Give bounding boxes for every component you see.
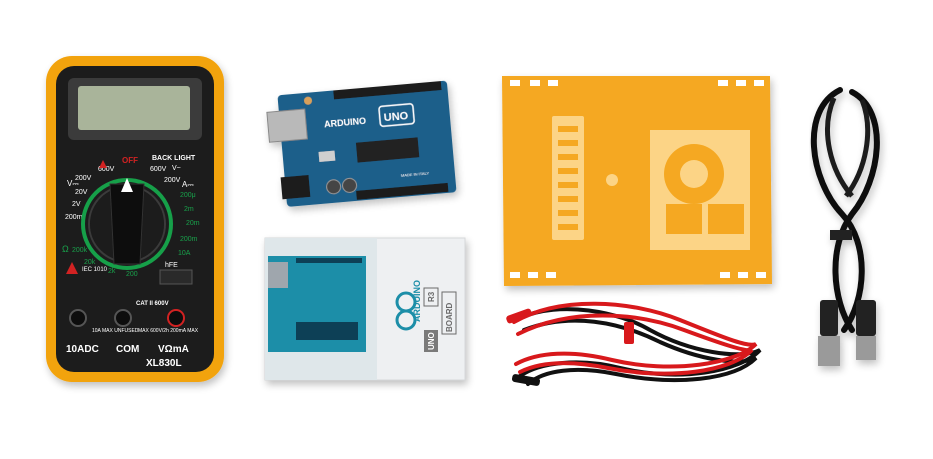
ohm-symbol: Ω [62,244,69,254]
cat-rating-label: CAT II 600V [136,301,169,307]
box-product-label: UNO [427,332,436,350]
a-dc-label: A⎓ [182,180,194,189]
model-label: XL830L [146,358,182,369]
v600-left-label: 600V [98,166,115,173]
capacitor [342,177,358,193]
v-ac-label: V~ [172,165,181,172]
red-lead-wire [516,313,754,376]
usb-cable-loop [844,99,871,198]
breadboard-slot [552,116,584,240]
lcd-screen [78,86,190,130]
arduino-box: ARDUINO UNO R3 BOARD [264,237,466,381]
black-probe-tip [511,374,541,386]
arduino-logo-text: ARDUINO [324,116,367,130]
range-left-label: 200k [72,247,88,254]
black-lead-wire [522,318,758,386]
range-left-label: 20V [75,189,88,196]
usb-cable-loop [825,96,854,198]
port-com-label: COM [116,344,139,355]
box-brand-label: ARDUINO [412,280,422,322]
breadboard-slot-teeth [558,126,578,230]
range-left-label: 2V [72,201,81,208]
box-kind-label: BOARD [445,302,454,332]
usb-cable [810,87,880,366]
illustration-chip [296,322,358,340]
crystal [318,150,336,162]
v600-right-label: 600V [150,166,167,173]
usb-b-connector-body [856,300,876,336]
dial-grip [109,183,145,265]
r3-tag [423,287,439,307]
test-leads [506,301,762,386]
range-right-label: 20m [186,220,200,227]
box-revision-label: R3 [427,291,436,302]
range-right-label: 200V [164,177,181,184]
bottom-range-label: 200 [126,271,138,278]
infinity-logo-icon [395,291,417,313]
warning-icon [99,160,107,168]
multimeter: BACK LIGHT OFF 600V 600V V⎓ V~ A⎓ 200V 2… [46,56,224,382]
arduino-uno-board: ARDUINO UNO MADE IN ITALY [266,80,457,207]
red-probe-tip [506,308,532,324]
port-com [114,309,132,327]
made-in-label: MADE IN ITALY [401,170,430,177]
hfe-socket [159,269,193,285]
usb-cable-coil [810,87,865,333]
range-left-label: 200m [65,214,83,221]
port-10a [69,309,87,327]
dial-pointer [121,178,133,192]
v-dc-label: V⎓ [67,179,79,188]
danger-triangle-icon [66,262,78,274]
acrylic-base-plate [502,76,772,286]
iec-label: IEC 1010 [82,267,108,273]
range-left-label: 20k [84,259,96,266]
red-lead-wire [512,301,758,369]
dc-jack [280,174,311,200]
port-vma [167,309,185,327]
illustration-header [296,258,362,263]
uno-tag [424,330,438,352]
cable-tie [830,230,852,240]
port-10a-label: 10ADC [66,344,99,355]
usb-a-plug [818,336,840,366]
red-plug [624,322,634,344]
cutout-tab [666,204,702,234]
digital-header [333,81,442,100]
fuse-right-label: MAX 600V/2h 200mA MAX [138,328,199,334]
reset-button [304,96,313,105]
analog-header [356,182,449,200]
range-right-label: hFE [165,262,178,269]
fuse-left-label: 10A MAX UNFUSED [92,328,139,334]
gear-center [680,160,708,188]
uno-badge [378,103,415,127]
capacitor [326,179,342,195]
range-left-label: 200V [75,175,92,182]
usb-a-connector-body [820,300,838,336]
range-right-label: 2m [184,206,194,213]
range-right-label: 10A [178,250,191,257]
board-tag [441,291,457,335]
usb-cable-coil [832,89,880,333]
usb-b-port [266,108,308,143]
cutout-tab [708,204,744,234]
illustration-usb [268,262,288,288]
usb-b-plug [856,336,876,360]
range-left-label: 2k [108,268,116,275]
plate-edge-slots [510,80,766,278]
back-light-label: BACK LIGHT [152,155,196,162]
atmega-chip [355,137,420,163]
off-label: OFF [122,156,138,165]
port-vma-label: VΩmA [158,344,189,355]
range-right-label: 200μ [180,192,196,199]
uno-logo-text: UNO [383,110,409,124]
range-right-label: 200m [180,236,198,243]
mount-hole [606,174,618,186]
